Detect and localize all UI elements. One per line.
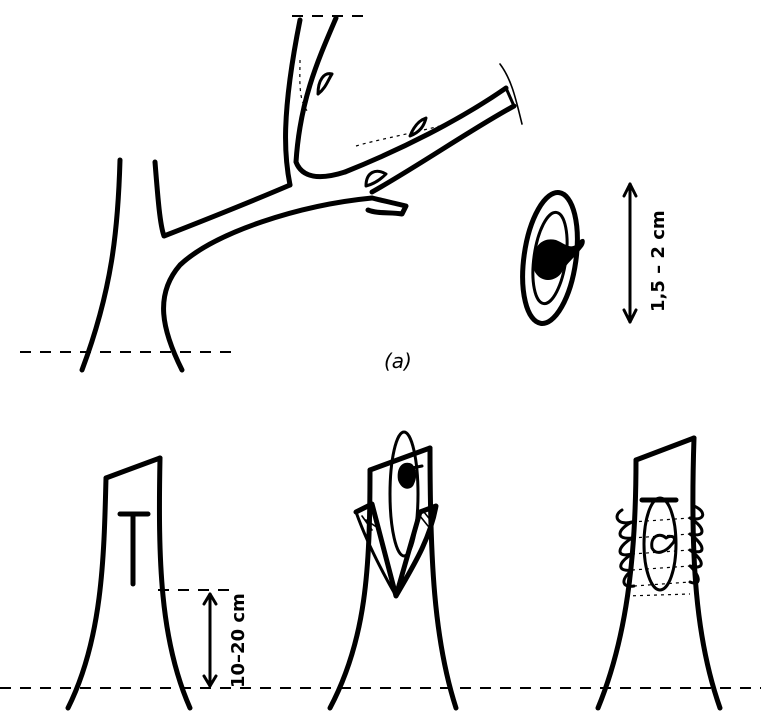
panel-label: (a) — [384, 349, 412, 373]
bud-shield-detail: 1,5 – 2 cm — [520, 182, 669, 326]
stock-t-cut: 10–20 cm — [65, 455, 249, 711]
bud-shield-icon — [520, 190, 580, 326]
side-branch-top — [342, 85, 509, 175]
bud-eye-icon — [533, 238, 585, 280]
trunk-crotch — [152, 159, 293, 239]
inserted-shield-icon — [388, 430, 420, 558]
upper-branch-right — [293, 15, 348, 180]
stock1-right-edge — [156, 455, 193, 711]
bud-icon-middle — [408, 116, 428, 138]
stock3-right-edge — [690, 435, 723, 711]
stock2-top-cut — [367, 445, 433, 473]
bud-icon-upper — [316, 72, 334, 96]
length-arrow-head-bottom — [622, 308, 638, 324]
stock-bud-tied — [595, 435, 723, 711]
bud-length-label: 1,5 – 2 cm — [648, 210, 669, 312]
upper-branch-left — [283, 17, 303, 188]
tied-bud-eye-icon — [650, 533, 676, 554]
stock1-top-cut — [103, 455, 163, 481]
tie-dashed-bands — [625, 517, 691, 597]
stock3-top-cut — [633, 435, 697, 463]
trunk-left-edge — [79, 157, 123, 373]
bud-icon-lower — [364, 169, 388, 188]
source-tree — [20, 15, 523, 373]
bud-shield-outline-upper — [299, 59, 309, 113]
bark-flap-hatch — [361, 511, 433, 531]
bark-flaps-left — [354, 510, 398, 598]
trunk-right-edge — [161, 195, 375, 373]
height-arrow-head-bottom — [202, 674, 218, 688]
stock1-left-edge — [65, 475, 109, 711]
stock-height-label: 10–20 cm — [228, 593, 249, 688]
branch-cut-mark — [499, 63, 523, 125]
stock3-left-edge — [595, 457, 639, 711]
inserted-bud-tip — [410, 464, 424, 470]
side-branch-bottom — [369, 103, 517, 195]
height-arrow-head-top — [202, 592, 218, 606]
bud-shield-outline-lower — [355, 125, 441, 147]
stock2-right-edge — [427, 445, 459, 711]
tied-shield-icon — [642, 496, 678, 592]
side-branch-end — [504, 86, 516, 108]
stock-bud-inserted — [327, 430, 459, 711]
lower-bud-stub — [365, 195, 409, 217]
length-arrow-head-top — [622, 182, 638, 198]
tie-wraps — [615, 504, 705, 588]
